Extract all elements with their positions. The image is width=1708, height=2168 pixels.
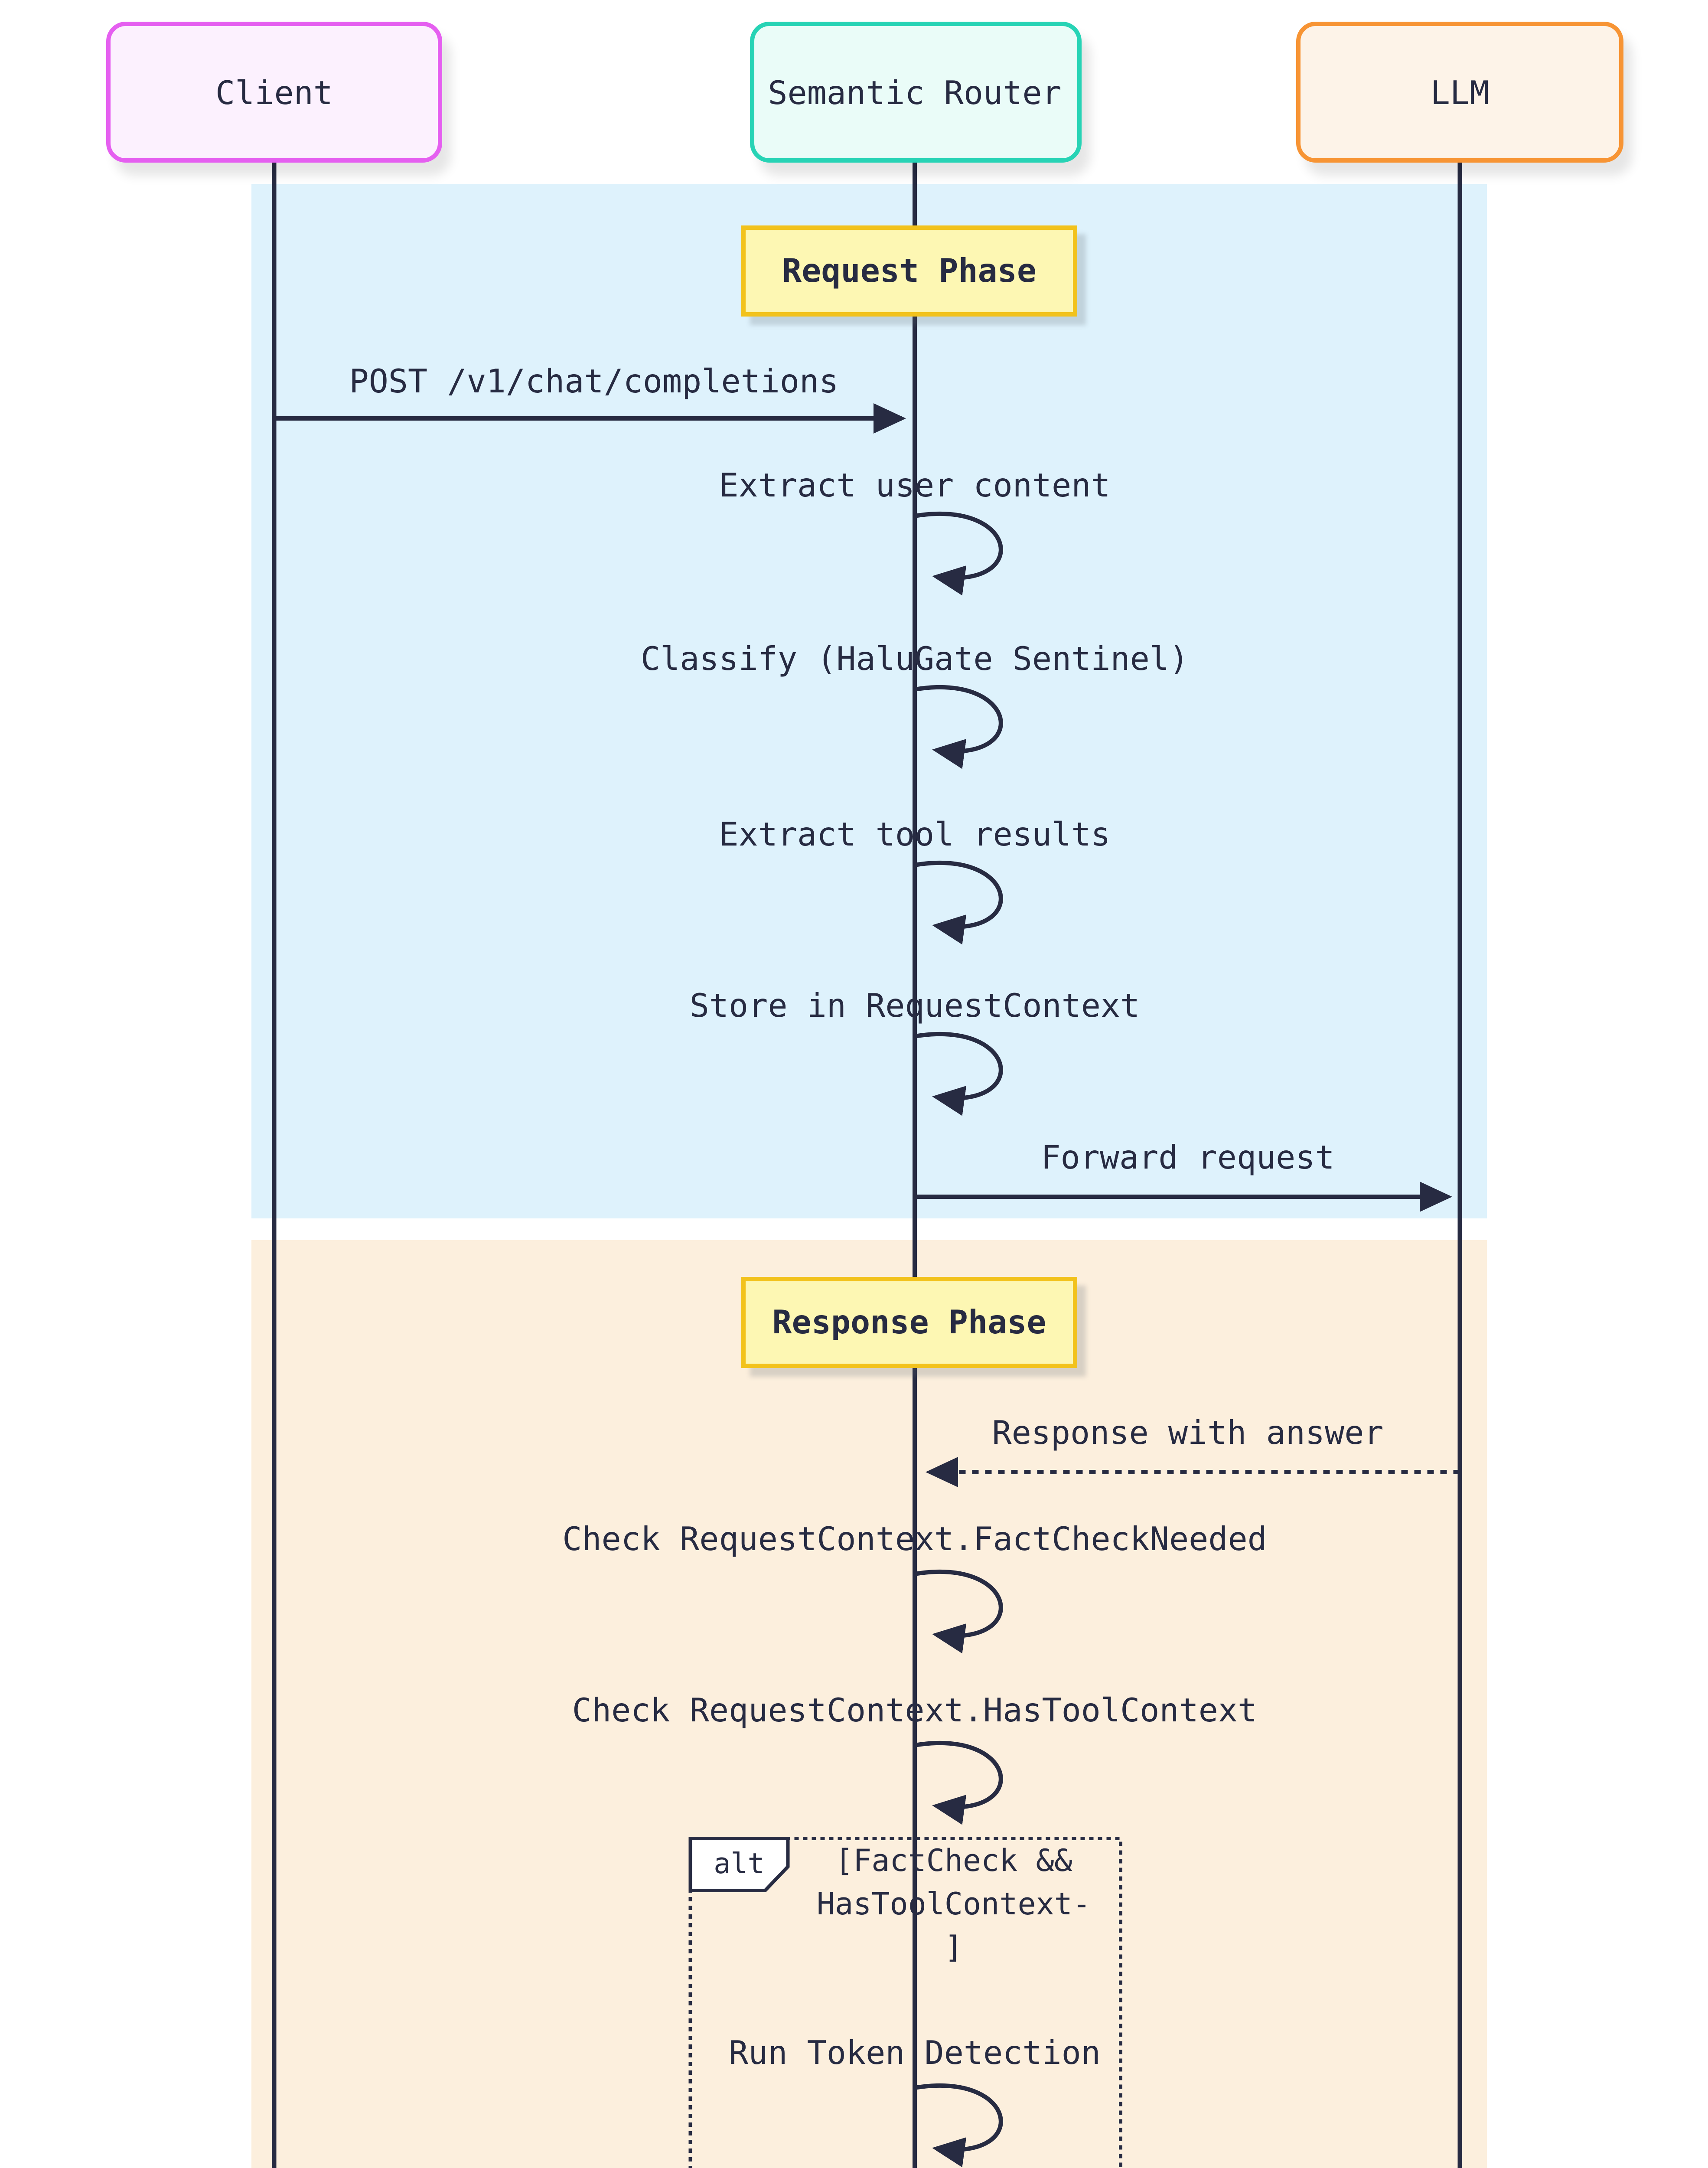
alt-frame	[688, 1837, 1122, 2168]
msg-response-answer: Response with answer	[992, 1414, 1384, 1453]
msg-store-context: Store in RequestContext	[689, 986, 1140, 1025]
msg-check-toolcontext: Check RequestContext.HasToolContext	[572, 1691, 1258, 1730]
participant-label: Semantic Router	[768, 72, 1062, 112]
participant-client-top: Client	[106, 22, 442, 163]
msg-forward: Forward request	[1041, 1138, 1335, 1177]
loop-run-token	[914, 2083, 1003, 2168]
alt-condition-true: [FactCheck && HasToolContext- ]	[788, 1841, 1120, 1971]
alt-condition-line: ]	[944, 1932, 963, 1966]
loop-extract-tools	[914, 861, 1003, 945]
participant-router-top: Semantic Router	[749, 22, 1081, 163]
message-arrows	[274, 403, 1460, 1487]
msg-classify: Classify (HaluGate Sentinel)	[640, 640, 1189, 679]
note-text: Request Phase	[782, 251, 1037, 291]
note-response-phase: Response Phase	[741, 1277, 1077, 1368]
self-loops	[914, 512, 1003, 2168]
note-text: Response Phase	[772, 1303, 1046, 1342]
loop-check-factcheck	[914, 1570, 1003, 1654]
participant-label: LLM	[1430, 72, 1490, 112]
msg-check-factcheck: Check RequestContext.FactCheckNeeded	[562, 1520, 1267, 1559]
loop-extract-user	[914, 512, 1003, 596]
alt-condition-line: [FactCheck &&	[835, 1845, 1072, 1880]
loop-check-toolcontext	[914, 1741, 1003, 1825]
loop-store-context	[914, 1032, 1003, 1116]
participant-label: Client	[215, 72, 333, 112]
msg-extract-user: Extract user content	[719, 466, 1111, 505]
participant-llm-top: LLM	[1296, 22, 1623, 163]
lifelines	[272, 163, 1462, 2168]
alt-operator-label: alt	[714, 1848, 765, 1881]
note-request-phase: Request Phase	[741, 225, 1077, 317]
alt-condition-line: HasToolContext-	[816, 1888, 1091, 1923]
response-phase-band	[251, 1240, 1487, 2168]
msg-post: POST /v1/chat/completions	[349, 362, 839, 401]
msg-run-token: Run Token Detection	[729, 2034, 1101, 2073]
alt-label-box	[688, 1837, 790, 1892]
request-phase-band	[251, 184, 1487, 1218]
msg-extract-tools: Extract tool results	[719, 815, 1111, 854]
loop-classify	[914, 685, 1003, 769]
